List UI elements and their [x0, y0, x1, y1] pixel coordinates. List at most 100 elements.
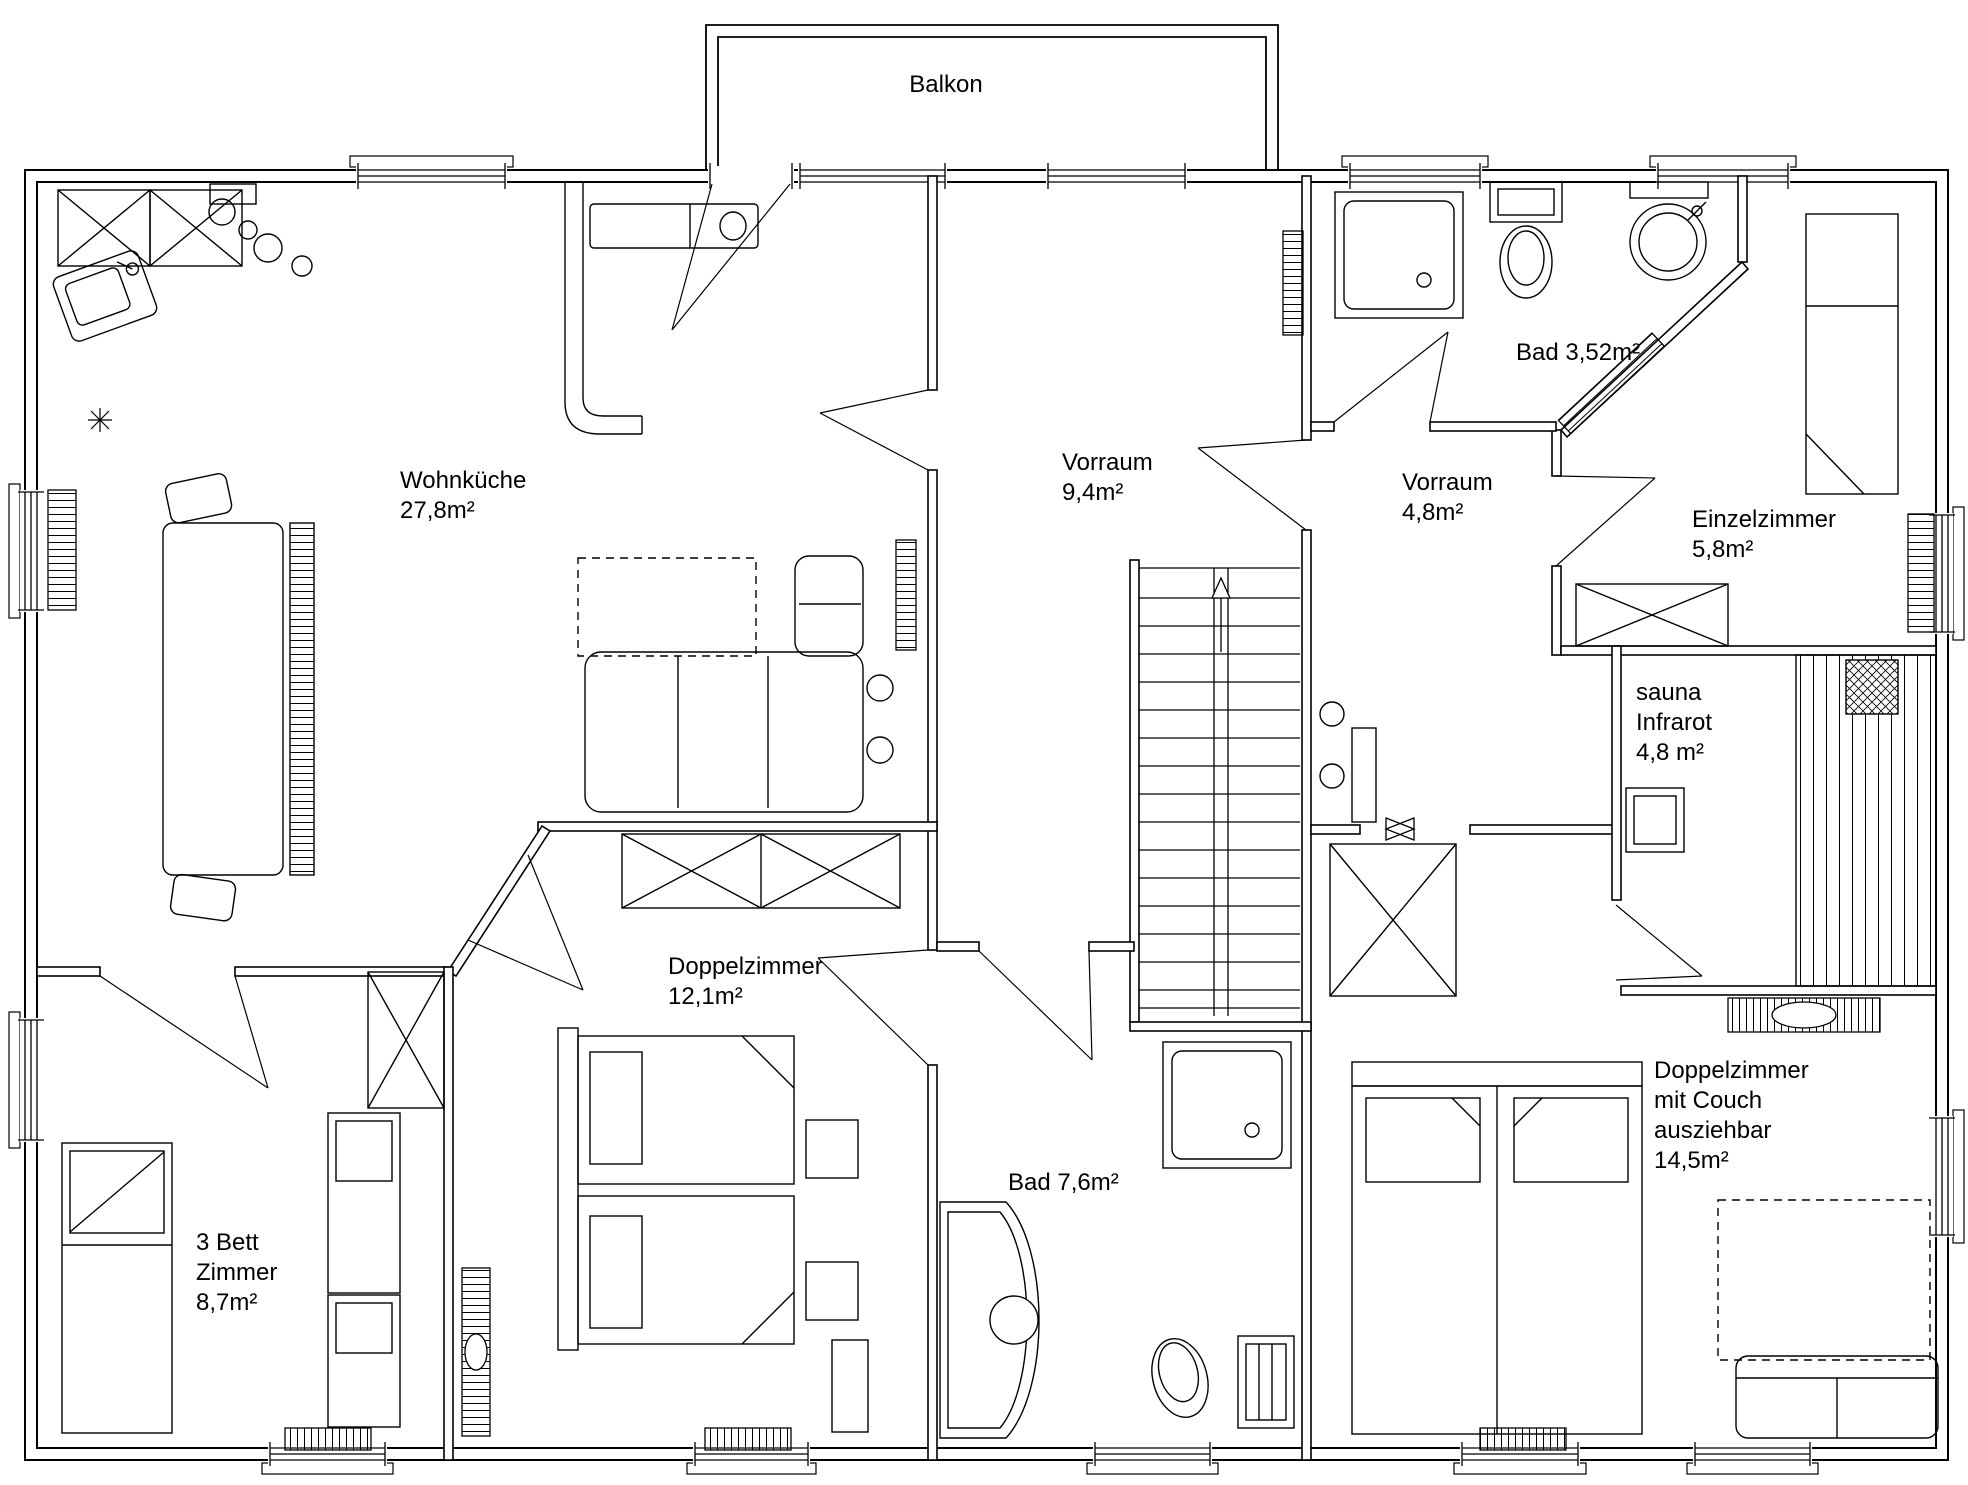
- radiator: [47, 489, 917, 651]
- window: [798, 163, 947, 189]
- door-swing: [671, 183, 791, 331]
- window: [349, 155, 514, 189]
- room-name: Bad 3,52m²: [1516, 339, 1641, 366]
- stairs: [1139, 567, 1300, 1016]
- bed-single: [61, 1142, 173, 1434]
- room-area: 4,8m²: [1402, 499, 1464, 526]
- room-label-bad-klein: Bad 3,52m²: [1516, 338, 1640, 368]
- room-name: 3 Bett: [196, 1229, 259, 1256]
- kitchen-counter: [564, 182, 643, 435]
- room-name: ausziehbar: [1654, 1117, 1772, 1144]
- window: [1929, 506, 1965, 641]
- room-label-sauna: sauna Infrarot 4,8 m²: [1636, 678, 1712, 768]
- bed-single: [1805, 213, 1899, 495]
- room-area: 12,1m²: [668, 983, 743, 1010]
- door-swing: [1555, 475, 1656, 567]
- interior-walls: [36, 175, 1937, 1461]
- door-symbol: [1384, 817, 1416, 841]
- room-label-dreibettzimmer: 3 Bett Zimmer 8,7m²: [196, 1228, 277, 1318]
- window: [1341, 155, 1489, 189]
- window: [1929, 1109, 1965, 1244]
- door-swing: [817, 949, 929, 1066]
- window: [8, 1011, 44, 1149]
- door-swing: [1197, 439, 1307, 531]
- door-swing: [819, 389, 929, 471]
- radiator: [1907, 513, 1935, 633]
- room-area: 4,8 m²: [1636, 739, 1705, 766]
- dining-table: [162, 522, 315, 876]
- kitchen-cabinets: [57, 183, 258, 267]
- door-swing: [978, 950, 1093, 1061]
- room-name: Einzelzimmer: [1692, 506, 1837, 533]
- room-name: Balkon: [909, 71, 983, 98]
- window: [1086, 1442, 1219, 1475]
- infrared-panel: [1625, 787, 1685, 853]
- hall-fixtures: [1319, 701, 1377, 823]
- coffee-table-outline: [577, 557, 757, 657]
- room-label-doppelzimmer-couch: Doppelzimmer mit Couch ausziehbar 14,5m²: [1654, 1056, 1809, 1176]
- room-area: 5,8m²: [1692, 536, 1754, 563]
- wardrobe: [1329, 843, 1457, 997]
- wardrobe: [621, 833, 901, 909]
- shower: [1334, 191, 1464, 319]
- stairs-up-arrow: [1210, 576, 1232, 652]
- wardrobe: [367, 971, 445, 1109]
- room-name: Wohnküche: [400, 467, 527, 494]
- door-swing: [1333, 331, 1449, 423]
- room-area: 9,4m²: [1062, 479, 1124, 506]
- door-swings: [99, 183, 1703, 1089]
- room-name: Doppelzimmer: [668, 953, 823, 980]
- room-name: Vorraum: [1062, 449, 1153, 476]
- chair: [164, 473, 233, 524]
- sofa-bed: [1717, 1199, 1939, 1439]
- room-name: Doppelzimmer: [1654, 1057, 1809, 1084]
- room-area: 8,7m²: [196, 1289, 258, 1316]
- bed-double: [557, 1027, 869, 1433]
- windows: [8, 155, 1965, 1475]
- room-name: Bad 7,6m²: [1008, 1169, 1119, 1196]
- side-table: [866, 674, 894, 764]
- door-swing: [467, 854, 584, 991]
- window: [1686, 1442, 1819, 1475]
- bathtub: [939, 1201, 1040, 1439]
- room-label-vorraum-main: Vorraum 9,4m²: [1062, 448, 1153, 508]
- door-swing: [1615, 904, 1703, 981]
- room-name: mit Couch: [1654, 1087, 1763, 1114]
- window: [1046, 163, 1187, 189]
- toilet: [1489, 181, 1563, 299]
- ceiling-lamp-symbol: [88, 408, 112, 432]
- window: [8, 483, 44, 619]
- sofa: [584, 555, 864, 813]
- window: [1649, 155, 1797, 189]
- room-name: Infrarot: [1636, 709, 1713, 736]
- washbasin: [1629, 181, 1709, 281]
- room-area: 14,5m²: [1654, 1147, 1729, 1174]
- bed-double: [1351, 1061, 1643, 1435]
- room-label-wohnkueche: Wohnküche 27,8m²: [400, 466, 526, 526]
- room-name: Zimmer: [196, 1259, 278, 1286]
- room-name: Vorraum: [1402, 469, 1493, 496]
- chair: [169, 873, 237, 922]
- shower: [1162, 1041, 1292, 1169]
- room-label-einzelzimmer: Einzelzimmer 5,8m²: [1692, 505, 1836, 565]
- room-label-vorraum-klein: Vorraum 4,8m²: [1402, 468, 1493, 528]
- room-label-doppelzimmer: Doppelzimmer 12,1m²: [668, 952, 823, 1012]
- wardrobe: [1575, 583, 1729, 647]
- radiator: [461, 1267, 792, 1451]
- door-swing: [99, 975, 269, 1089]
- kitchen-sink: [52, 250, 158, 342]
- towel-radiator: [1557, 332, 1666, 435]
- kitchen-hob: [253, 203, 759, 277]
- radiator: [1282, 230, 1304, 336]
- room-label-bad-gross: Bad 7,6m²: [1008, 1168, 1119, 1198]
- radiator: [1479, 997, 1881, 1451]
- radiator: [284, 1427, 372, 1451]
- bunk-bed: [327, 1112, 401, 1428]
- room-area: 27,8m²: [400, 497, 475, 524]
- sauna-heater: [1845, 659, 1899, 715]
- room-name: sauna: [1636, 679, 1702, 706]
- balcony: [705, 24, 1279, 170]
- balcony-label: Balkon: [870, 70, 1022, 100]
